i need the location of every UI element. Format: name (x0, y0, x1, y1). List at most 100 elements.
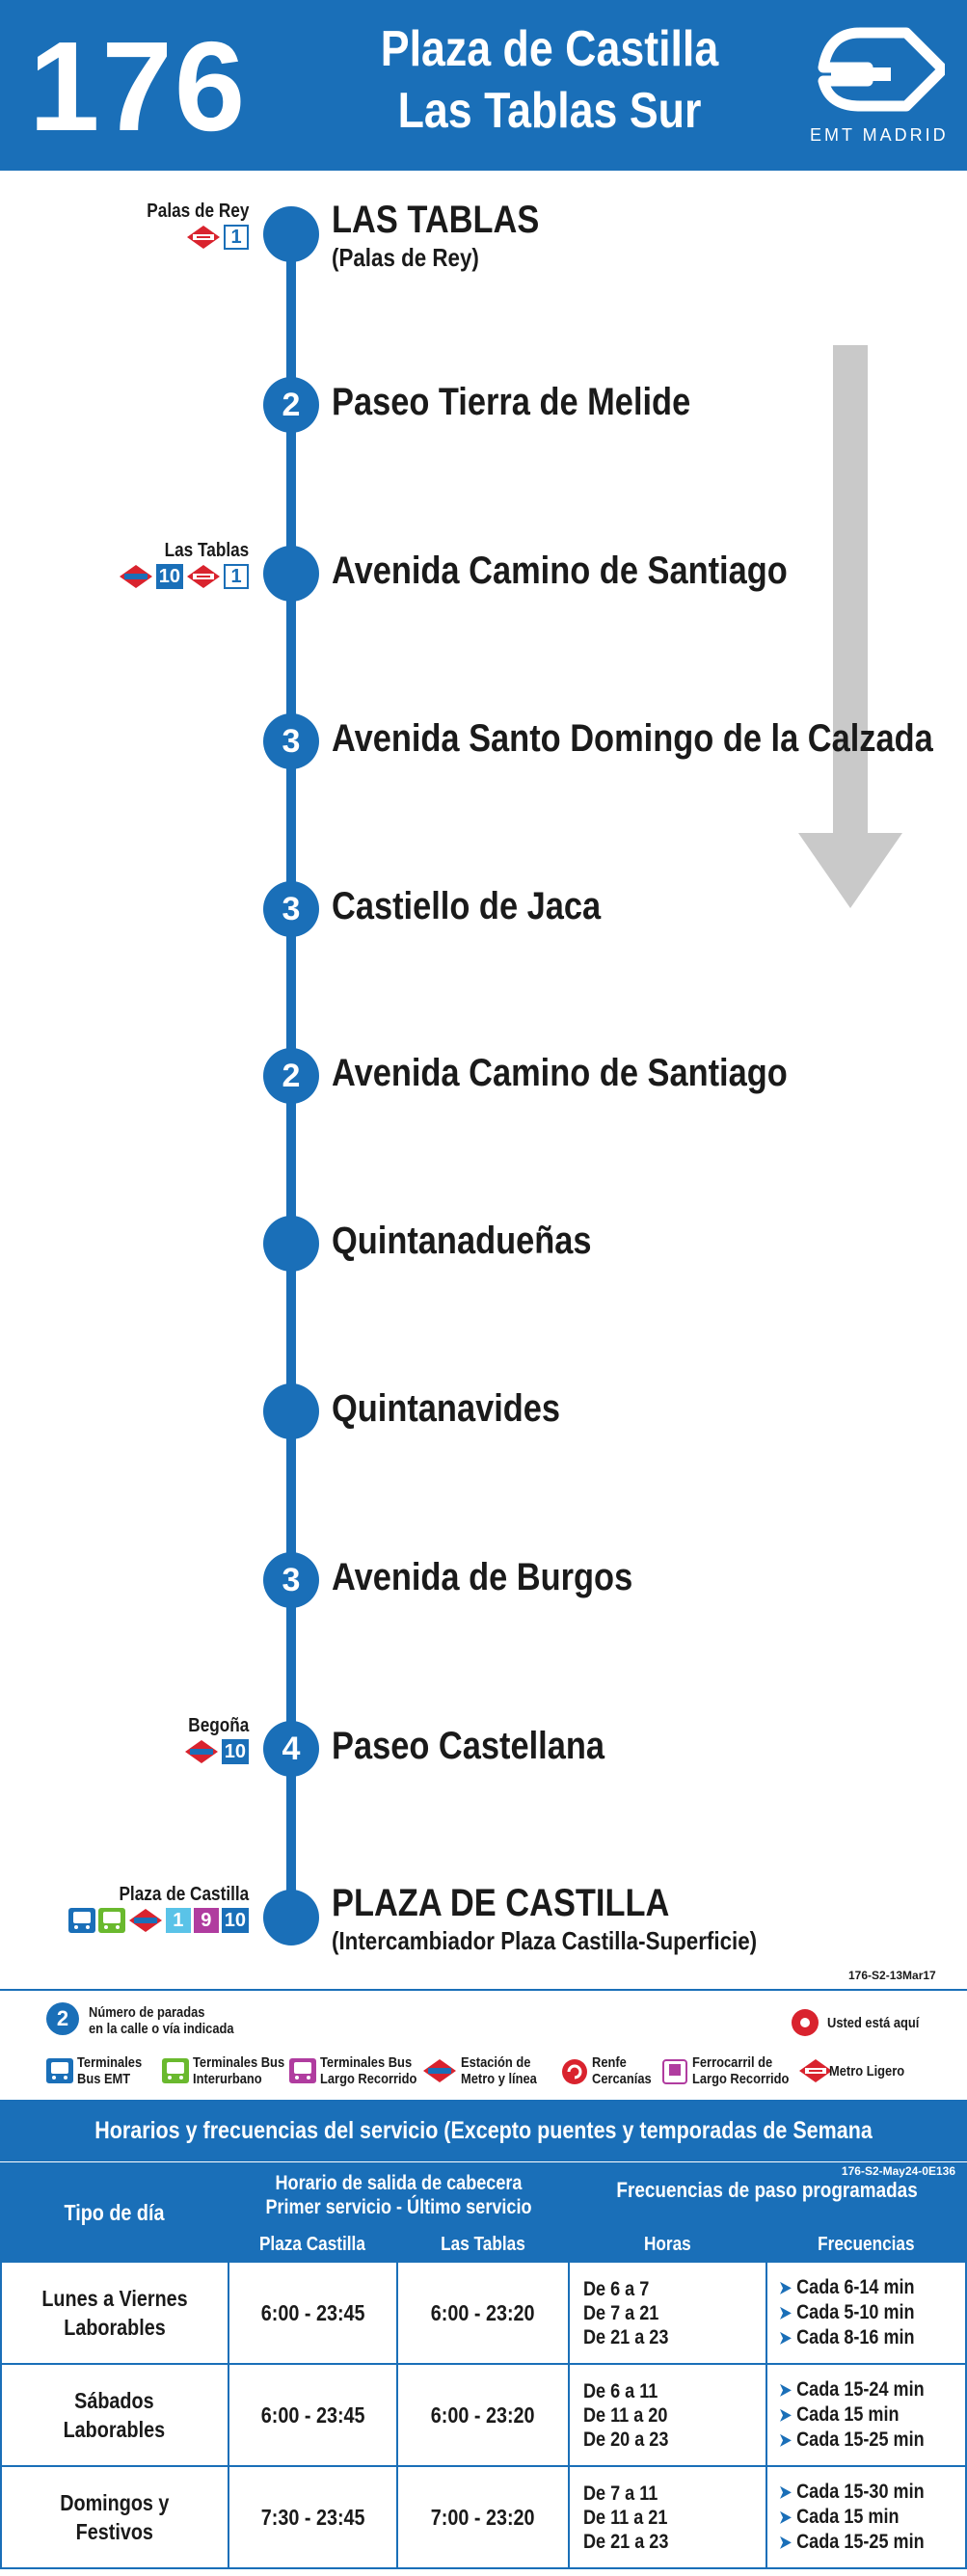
connection-name: Plaza de Castilla (119, 1884, 249, 1905)
direction-arrow-shaft (833, 345, 868, 837)
stop-dot: 4 (263, 1721, 319, 1777)
destination-1: Plaza de Castilla (380, 21, 719, 77)
bus-emt-icon (46, 2058, 73, 2083)
stop-dot: 2 (263, 1048, 319, 1104)
stop-name: PLAZA DE CASTILLA (332, 1882, 670, 1924)
tablas-time-cell: 6:00 - 23:20 (396, 2363, 570, 2467)
emt-logo: EMT MADRID (810, 25, 949, 150)
brand-name: EMT MADRID (810, 125, 949, 145)
bus-interurbano-icon (162, 2058, 189, 2083)
stop-name: Quintanadueñas (332, 1220, 592, 1262)
frequency-cell: ➤Cada 15-30 min➤Cada 15 min➤Cada 15-25 m… (766, 2465, 967, 2569)
legend-item-label: Metro Ligero (829, 2063, 905, 2080)
legend-you-are-here: Usted está aquí (827, 2015, 920, 2031)
connection-badges: 1 (130, 225, 249, 250)
stop-name: Avenida Camino de Santiago (332, 550, 788, 592)
sub-horas: Horas (567, 2226, 768, 2263)
renfe-icon (562, 2059, 587, 2084)
bus-emt-icon (67, 1908, 95, 1933)
metro-ligero-icon (799, 2059, 832, 2082)
stop-name: Castiello de Jaca (332, 885, 602, 927)
stop-dot (263, 1890, 319, 1945)
header: 176 Plaza de Castilla Las Tablas Sur EMT… (0, 0, 967, 171)
connection-name: Begoña (187, 1715, 249, 1736)
line-badge: 9 (193, 1908, 219, 1933)
stop-name: Paseo Tierra de Melide (332, 381, 691, 423)
stop-subtitle: (Palas de Rey) (332, 243, 479, 272)
metro-icon (128, 1909, 162, 1932)
arrow-icon: ➤ (779, 2328, 792, 2348)
arrow-icon: ➤ (779, 2533, 792, 2552)
stop-name: Quintanavides (332, 1387, 561, 1430)
plaza-time-cell: 7:30 - 23:45 (227, 2465, 399, 2569)
stop-dot (263, 1216, 319, 1272)
stop-dot: 2 (263, 377, 319, 433)
col-day-type: Tipo de día (0, 2162, 229, 2263)
sub-plaza-label: Plaza Castilla (259, 2233, 366, 2255)
stop-name: Avenida Camino de Santiago (332, 1052, 788, 1094)
stop-name: Avenida de Burgos (332, 1556, 633, 1598)
line-badge: 10 (221, 1739, 249, 1764)
arrow-icon: ➤ (779, 2430, 792, 2450)
plaza-time-cell: 6:00 - 23:45 (227, 2261, 399, 2365)
doc-code: 176-S2-13Mar17 (848, 1969, 936, 1982)
stops-count-badge: 2 (46, 2002, 79, 2035)
sub-frecuencias-label: Frecuencias (818, 2233, 915, 2255)
you-are-here-icon (792, 2009, 819, 2036)
emt-logo-icon (818, 27, 949, 112)
destination-2: Las Tablas Sur (397, 83, 702, 139)
col-schedule-label: Horario de salida de cabecera (275, 2172, 523, 2194)
stop-dot: 3 (263, 713, 319, 769)
metro-ligero-icon (187, 565, 220, 588)
sub-horas-label: Horas (644, 2233, 691, 2255)
stop-name: Avenida Santo Domingo de la Calzada (332, 717, 933, 760)
schedule-title: Horarios y frecuencias del servicio (Exc… (0, 2100, 967, 2206)
metro-ligero-icon (187, 226, 220, 249)
connection-badges: 10 (178, 1739, 249, 1764)
connection-name: Las Tablas (164, 540, 249, 561)
line-badge: 1 (165, 1908, 191, 1933)
stop-dot (263, 546, 319, 602)
line-number: 176 (29, 15, 248, 157)
sub-plaza: Plaza Castilla (227, 2226, 399, 2263)
arrow-icon: ➤ (779, 2482, 792, 2502)
col-day-type-label: Tipo de día (64, 2199, 165, 2225)
arrow-icon: ➤ (779, 2278, 792, 2297)
sub-tablas-label: Las Tablas (441, 2233, 525, 2255)
line-badge: 10 (155, 564, 183, 589)
line-badge: 10 (221, 1908, 249, 1933)
stop-dot: 3 (263, 881, 319, 937)
stop-name: Paseo Castellana (332, 1725, 604, 1767)
line-badge: 1 (224, 564, 249, 589)
sub-frecuencias: Frecuencias (766, 2226, 967, 2263)
stop-subtitle: (Intercambiador Plaza Castilla-Superfici… (332, 1926, 758, 1955)
legend-stops-count-l2: en la calle o vía indicada (89, 2021, 234, 2037)
stop-connections: Begoña 10 (178, 1715, 249, 1764)
col-frequency-label: Frecuencias de paso programadas (616, 2178, 919, 2202)
plaza-time-cell: 6:00 - 23:45 (227, 2363, 399, 2467)
frequency-cell: ➤Cada 15-24 min➤Cada 15 min➤Cada 15-25 m… (766, 2363, 967, 2467)
direction-arrow-icon (798, 833, 902, 908)
metro-icon (184, 1740, 218, 1763)
tablas-time-cell: 6:00 - 23:20 (396, 2261, 570, 2365)
sub-tablas: Las Tablas (396, 2226, 570, 2263)
stop-connections: Las Tablas 10 1 (119, 540, 249, 589)
arrow-icon: ➤ (779, 2380, 792, 2400)
